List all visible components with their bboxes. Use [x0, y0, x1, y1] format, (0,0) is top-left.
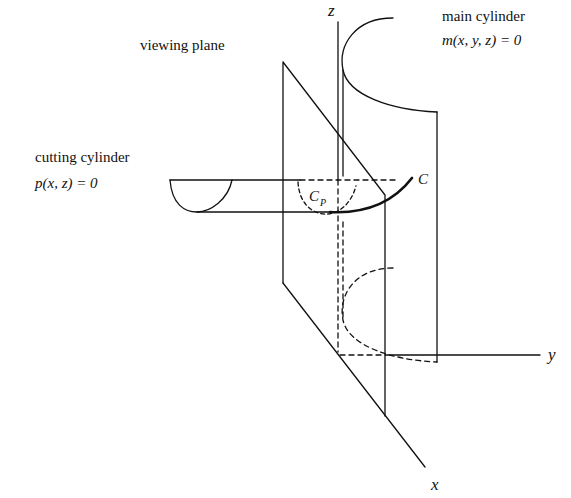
part-label: viewing plane: [140, 38, 225, 53]
main-cylinder-edge: [436, 112, 437, 362]
x-axis: [283, 283, 425, 467]
part-label: cutting cylinder: [35, 150, 130, 165]
equation-label: p(x, z) = 0: [35, 176, 98, 191]
y-axis: [385, 354, 540, 355]
axis-label: x: [431, 476, 439, 493]
main-cylinder-edge: [342, 70, 343, 176]
intersection-curve: [330, 178, 412, 212]
y-axis-hidden: [340, 354, 385, 355]
main-cylinder-top: [342, 18, 437, 112]
z-axis-hidden: [337, 180, 338, 352]
cutting-cylinder-rim: [170, 179, 300, 180]
cutting-cylinder-hidden-rim: [300, 179, 395, 180]
cutting-cylinder-end: [170, 180, 232, 212]
equation-label: m(x, y, z) = 0: [442, 33, 521, 48]
z-axis: [337, 22, 338, 180]
part-label: main cylinder: [442, 9, 525, 24]
cutting-cylinder-edge: [197, 211, 330, 212]
curve-subscript: P: [320, 198, 326, 208]
curve-label: C: [418, 172, 428, 187]
projected-curve: [298, 182, 356, 214]
axis-label: z: [328, 2, 335, 19]
axis-label: y: [548, 346, 556, 363]
viewing-plane: [283, 62, 385, 416]
main-cylinder-bottom: [342, 268, 437, 362]
curve-label: C: [309, 189, 319, 204]
